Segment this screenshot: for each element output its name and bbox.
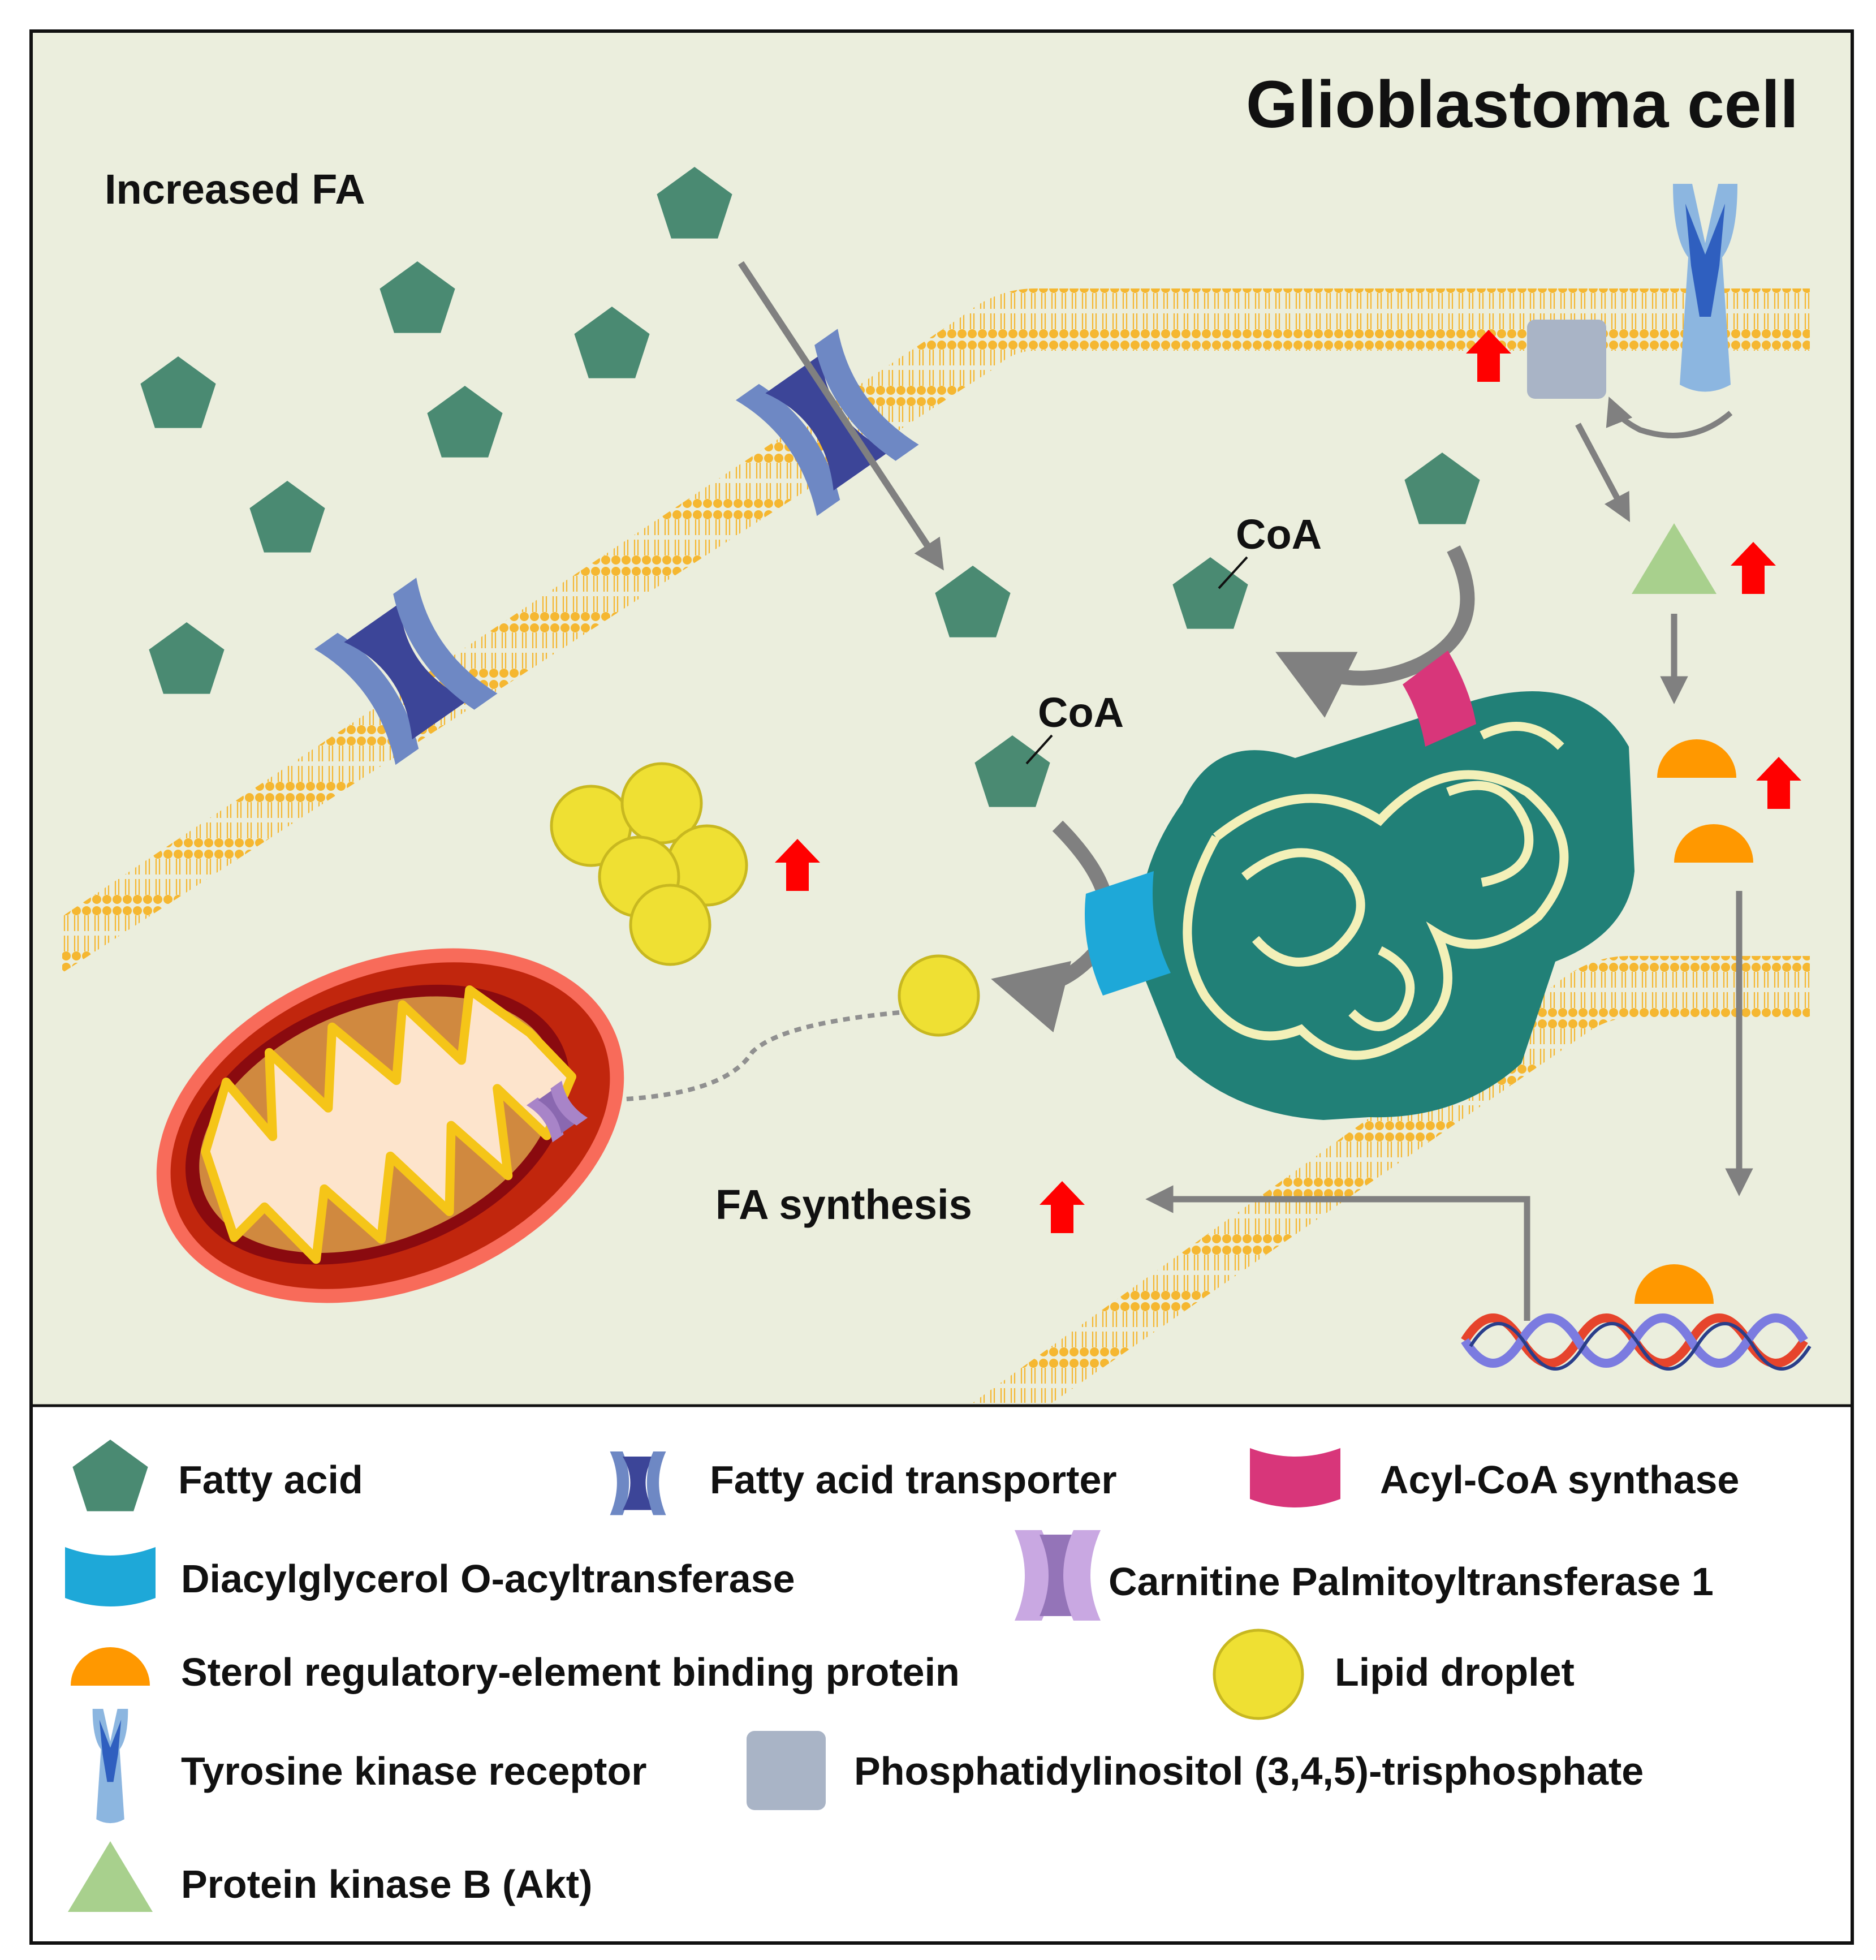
receptor-to-pip3-arrow: [1606, 397, 1733, 438]
coa-connector-upper: [1218, 556, 1248, 589]
acyl-coa-synthase-icon: [1250, 1448, 1340, 1507]
legend-item-cpt1: Carnitine Palmitoyltransferase 1: [1015, 1530, 1714, 1621]
label-coa-lower: CoA: [1038, 689, 1124, 736]
coa-connector-lower: [1025, 734, 1053, 765]
dna-to-fa-synthesis-arrow: [1145, 1185, 1530, 1321]
legend-label: Acyl-CoA synthase: [1380, 1458, 1739, 1502]
legend-label: Lipid droplet: [1335, 1650, 1575, 1694]
lipid-droplet-icon: [629, 884, 711, 966]
diagram-title: Glioblastoma cell: [1246, 67, 1799, 142]
legend-item-srebp: Sterol regulatory-element binding protei…: [71, 1647, 960, 1694]
label-coa-upper: CoA: [1236, 511, 1322, 558]
tyrosine-kinase-receptor: [1673, 184, 1737, 392]
lipid-droplet-icon: [1213, 1629, 1304, 1720]
cell-membrane-lower: [973, 956, 1810, 1403]
acyl-coa-synthase: [1403, 651, 1476, 747]
endoplasmic-reticulum: [1138, 691, 1635, 1120]
tyrosine-kinase-receptor-icon: [92, 1709, 128, 1824]
legend-label: Carnitine Palmitoyltransferase 1: [1109, 1560, 1714, 1604]
legend-label: Diacylglycerol O-acyltransferase: [181, 1557, 795, 1601]
srebp-dome: [1635, 1264, 1714, 1304]
srebp-icon: [71, 1647, 150, 1686]
pip3-to-akt-arrow: [1575, 423, 1630, 523]
legend-label: Tyrosine kinase receptor: [181, 1749, 647, 1793]
pip3-square: [1527, 320, 1606, 399]
activation-arrow: [1275, 545, 1475, 718]
carnitine-palmitoyltransferase-1: [526, 1080, 588, 1143]
srebp-dome: [1657, 739, 1736, 778]
lipid-droplet-cluster: [550, 762, 748, 966]
legend-label: Fatty acid: [178, 1458, 363, 1502]
carnitine-palmitoyltransferase-1-icon: [1015, 1530, 1101, 1621]
akt-triangle: [1632, 523, 1717, 594]
legend-item-pip3: Phosphatidylinositol (3,4,5)-trisphospha…: [747, 1731, 1644, 1810]
legend-label: Fatty acid transporter: [710, 1458, 1117, 1502]
legend-item-fatty-acid-transporter: Fatty acid transporter: [610, 1451, 1117, 1515]
legend-item-lipid-droplet: Lipid droplet: [1213, 1629, 1575, 1720]
fatty-acid-transporter-icon: [610, 1451, 666, 1515]
mitochondrion: [156, 948, 624, 1303]
legend-label: Phosphatidylinositol (3,4,5)-trisphospha…: [854, 1749, 1644, 1793]
diacylglycerol-o-acyltransferase: [1085, 871, 1171, 996]
label-increased-fa: Increased FA: [105, 166, 365, 213]
legend-label: Protein kinase B (Akt): [181, 1862, 592, 1906]
legend-item-dgat: Diacylglycerol O-acyltransferase: [65, 1547, 795, 1606]
legend: Fatty acid Fatty acid transporter Acyl-C…: [65, 1440, 1739, 1912]
diacylglycerol-o-acyltransferase-icon: [65, 1547, 156, 1606]
legend-item-akt: Protein kinase B (Akt): [68, 1841, 592, 1912]
dna-helix: [1461, 1313, 1812, 1371]
legend-label: Sterol regulatory-element binding protei…: [181, 1650, 960, 1694]
fa-influx-arrow: [738, 261, 944, 571]
akt-icon: [68, 1841, 153, 1912]
fatty-acid-icon: [72, 1440, 148, 1511]
legend-item-fatty-acid: Fatty acid: [72, 1440, 363, 1511]
label-fa-synthesis: FA synthesis: [715, 1181, 972, 1228]
lipid-to-mitochondrion-arrow: [593, 1010, 900, 1112]
legend-item-tyrosine-kinase-receptor: Tyrosine kinase receptor: [92, 1709, 647, 1824]
srebp-dome: [1674, 824, 1753, 863]
legend-item-acyl-coa-synthase: Acyl-CoA synthase: [1250, 1448, 1739, 1507]
lipid-droplet-icon: [898, 954, 980, 1037]
outer-frame: [29, 29, 1854, 1945]
pip3-icon: [747, 1731, 826, 1810]
